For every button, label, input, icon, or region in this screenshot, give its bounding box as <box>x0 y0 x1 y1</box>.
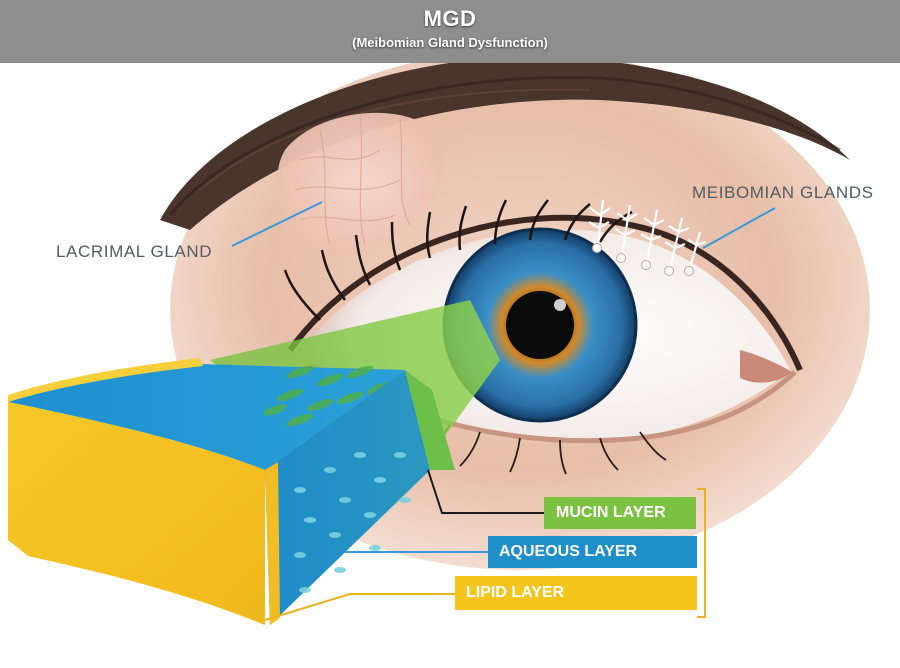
lipid-connector <box>264 593 455 621</box>
mucin-connector <box>427 469 544 514</box>
lipid-layer-text: LIPID LAYER <box>466 584 565 601</box>
lacrimal-gland-label: LACRIMAL GLAND <box>56 242 213 261</box>
lacrimal-callout-line <box>231 201 323 247</box>
meibomian-glands-illustration <box>588 199 707 269</box>
mucin-layer-text: MUCIN LAYER <box>556 504 666 521</box>
tear-film-section <box>8 358 455 625</box>
lipid-layer-label: LIPID LAYER <box>455 576 697 610</box>
page-subtitle: (Meibomian Gland Dysfunction) <box>352 35 548 50</box>
tear-film-top-face <box>8 364 405 470</box>
lacrimal-gland <box>277 112 444 257</box>
upper-lashes <box>283 199 633 321</box>
inner-corner <box>740 350 792 383</box>
meibomian-callout-line <box>702 207 776 249</box>
eyebrow <box>160 56 850 230</box>
aqueous-layer-text: AQUEOUS LAYER <box>499 543 638 560</box>
iris <box>442 227 638 423</box>
mucin-side-strip <box>405 370 455 470</box>
meibomian-gland-openings <box>592 243 694 276</box>
aqueous-layer-label: AQUEOUS LAYER <box>488 536 697 568</box>
mucin-layer-label: MUCIN LAYER <box>544 497 696 529</box>
page-title: MGD <box>423 6 477 31</box>
layer-bracket <box>697 488 706 618</box>
meibomian-glands-label: MEIBOMIAN GLANDS <box>692 183 874 202</box>
lipid-front-face <box>8 402 265 625</box>
title-bar: MGD (Meibomian Gland Dysfunction) <box>0 0 900 63</box>
upper-eyelid <box>287 214 803 372</box>
